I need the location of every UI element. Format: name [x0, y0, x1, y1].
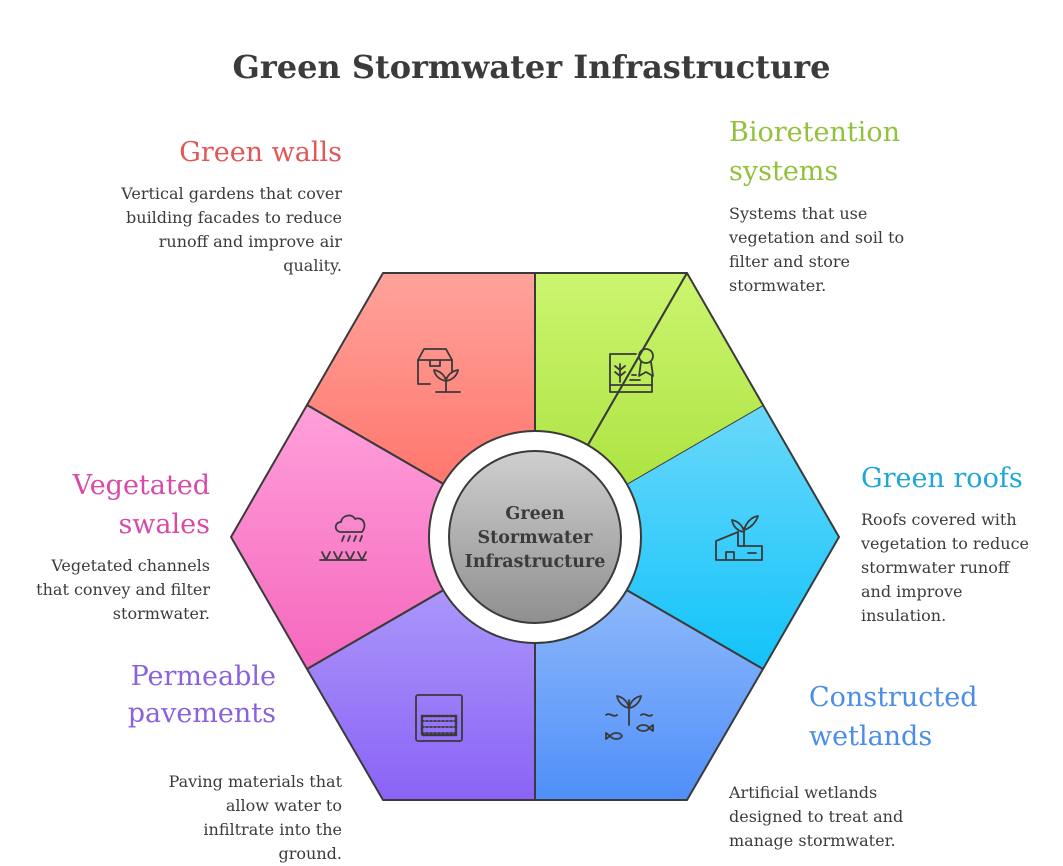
certificate-plant-icon	[609, 348, 654, 393]
page-title: Green Stormwater Infrastructure	[232, 48, 831, 86]
description-bioretention-systems: Systems that use vegetation and soil to …	[729, 204, 905, 295]
label-bioretention-systems: Bioretention systems Systems that use ve…	[729, 113, 929, 298]
description-permeable-pavements: Paving materials that allow water to inf…	[168, 772, 342, 863]
label-green-walls: Green walls Vertical gardens that cover …	[120, 133, 342, 278]
label-constructed-wetlands: Constructed wetlands	[809, 678, 1009, 756]
heading-constructed-wetlands: Constructed wetlands	[809, 682, 978, 752]
description-vegetated-swales: Vegetated channels that convey and filte…	[36, 556, 210, 623]
box-plant-icon	[417, 348, 461, 393]
label-green-roofs: Green roofs Roofs covered with vegetatio…	[861, 459, 1041, 628]
description-green-roofs: Roofs covered with vegetation to reduce …	[861, 510, 1029, 625]
segment-vegetated-swales	[230, 404, 536, 670]
heading-green-walls: Green walls	[179, 137, 342, 168]
description-constructed-wetlands: Artificial wetlands designed to treat an…	[729, 783, 904, 850]
heading-vegetated-swales: Vegetated swales	[72, 470, 210, 540]
label-vegetated-swales: Vegetated swales Vegetated channels that…	[20, 466, 210, 626]
heading-green-roofs: Green roofs	[861, 463, 1023, 494]
heading-bioretention-systems: Bioretention systems	[729, 117, 900, 187]
roof-plant-icon	[715, 515, 763, 561]
rain-cloud-grass-icon	[319, 514, 367, 561]
description-green-walls: Vertical gardens that cover building fac…	[121, 184, 342, 275]
heading-permeable-pavements: Permeable pavements	[127, 661, 276, 729]
wetland-fish-icon	[605, 695, 654, 740]
label-permeable-pavements: Permeable pavements	[96, 658, 276, 732]
permeable-pavement-icon	[415, 694, 463, 742]
description-constructed-wetlands-block: Artificial wetlands designed to treat an…	[729, 781, 929, 853]
description-permeable-pavements-block: Paving materials that allow water to inf…	[160, 770, 342, 866]
center-circle	[448, 450, 622, 624]
center-label: Green Stormwater Infrastructure	[464, 504, 606, 572]
